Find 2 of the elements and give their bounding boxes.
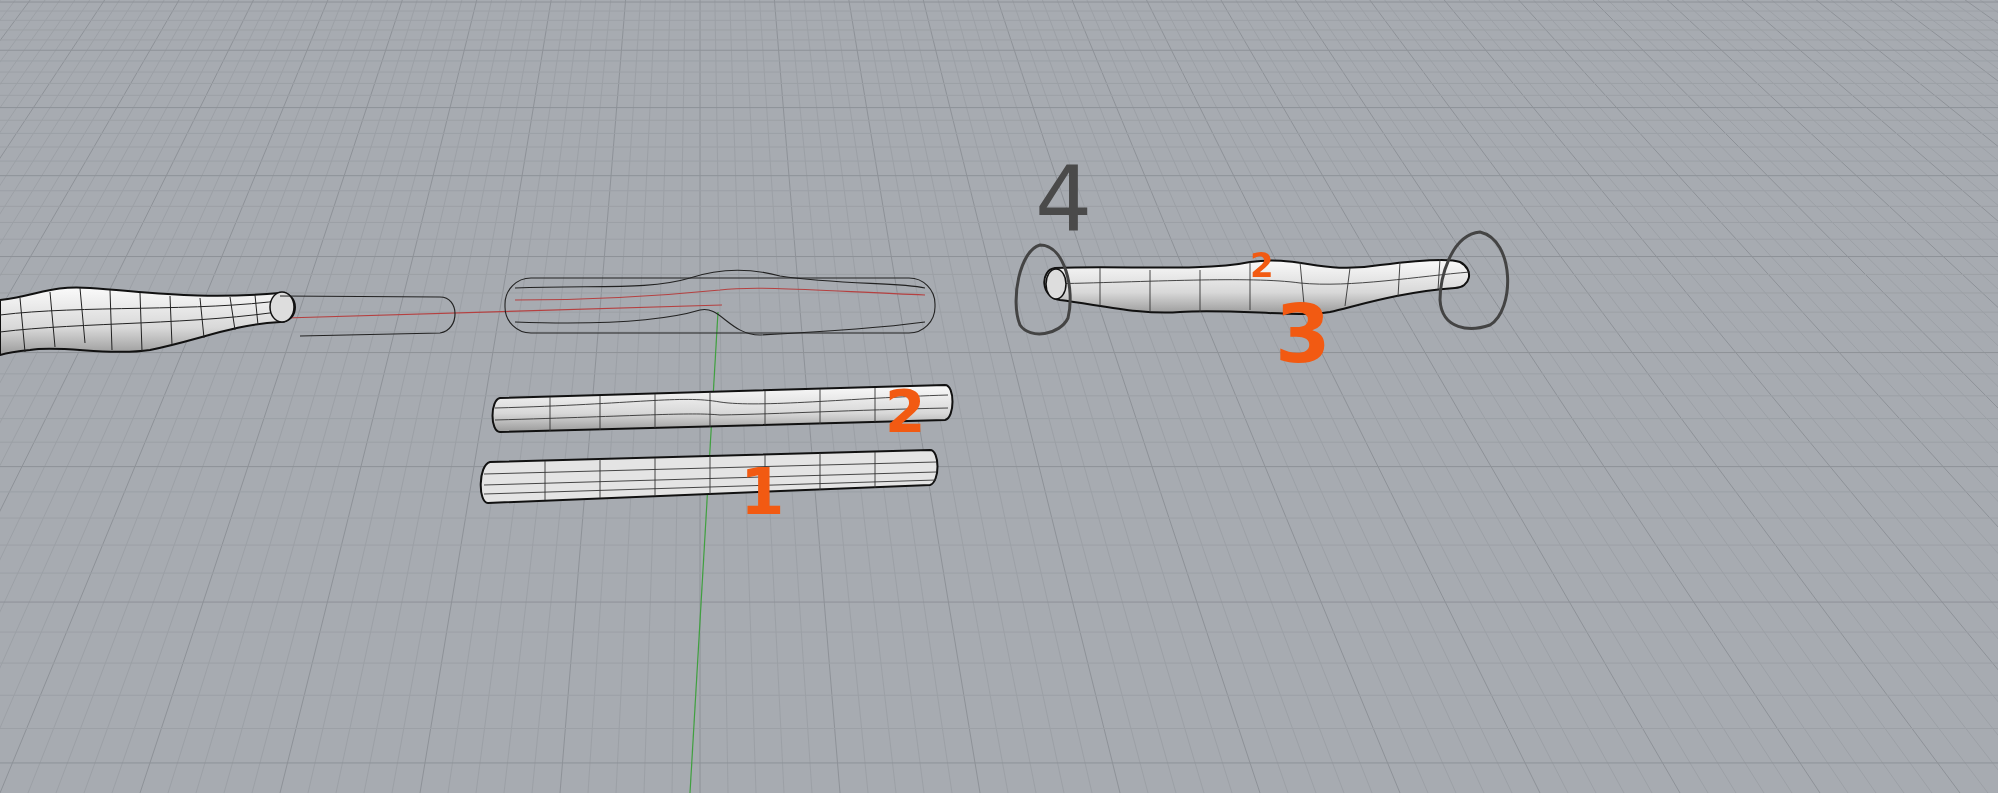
callout-number: 3 xyxy=(1275,295,1331,375)
handwritten-number: 4 xyxy=(1035,155,1093,245)
